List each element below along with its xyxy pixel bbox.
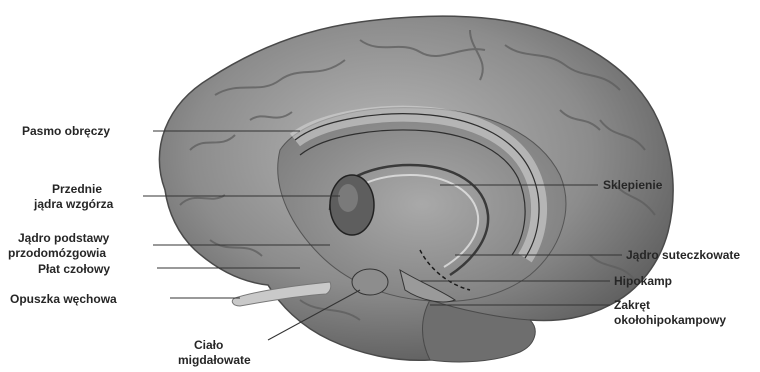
- label-pasmo-obreczy: Pasmo obręczy: [22, 124, 110, 138]
- label-zakret-line2: okołohipokampowy: [614, 313, 726, 327]
- label-cialo-line2: migdałowate: [178, 353, 251, 367]
- label-przednie-line1: Przednie: [52, 182, 102, 196]
- label-opuszka-wechowa: Opuszka węchowa: [10, 292, 117, 306]
- label-hipokamp: Hipokamp: [614, 274, 672, 288]
- label-sklepienie: Sklepienie: [603, 178, 662, 192]
- label-jadro-podstawy-line2: przodomózgowia: [8, 246, 106, 260]
- label-jadro-podstawy-line1: Jądro podstawy: [18, 231, 109, 245]
- label-przednie-line2: jądra wzgórza: [34, 197, 113, 211]
- label-cialo-line1: Ciało: [194, 338, 223, 352]
- label-jadro-suteczkowate: Jądro suteczkowate: [626, 248, 740, 262]
- label-zakret-line1: Zakręt: [614, 298, 650, 312]
- label-plat-czolowy: Płat czołowy: [38, 262, 110, 276]
